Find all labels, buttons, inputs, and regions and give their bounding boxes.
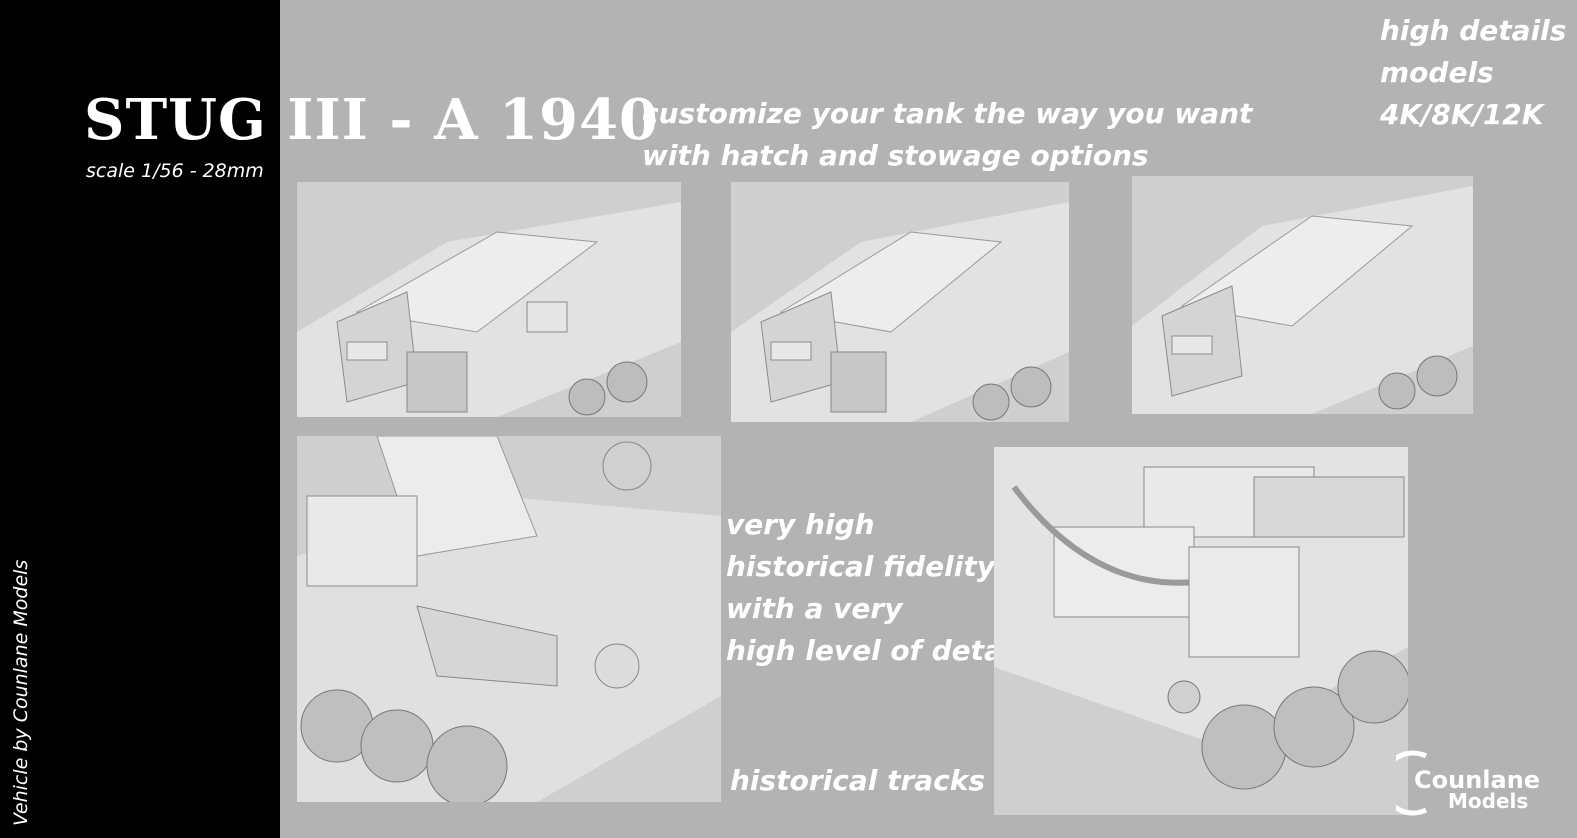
svg-text:Models: Models: [1448, 789, 1528, 813]
render-hatch-option-3: [1132, 176, 1473, 414]
fidelity-line-1: very high: [726, 508, 875, 541]
tracks-caption: historical tracks: [730, 760, 985, 802]
quality-line-3: 4K/8K/12K: [1380, 98, 1544, 131]
render-engine-deck-detail: [994, 447, 1408, 815]
render-rear-detail: [297, 436, 721, 802]
scale-label: scale 1/56 - 28mm: [86, 160, 264, 182]
fidelity-line-2: historical fidelity: [726, 550, 995, 583]
customize-caption: customize your tank the way you want wit…: [642, 93, 1252, 177]
page-title: STUG III - A 1940: [84, 87, 659, 153]
sidebar: Vehicle by Counlane Models: [0, 0, 280, 838]
vehicle-credit: Vehicle by Counlane Models: [10, 559, 32, 826]
render-hatch-option-2: [731, 182, 1069, 422]
quality-line-2: models: [1380, 56, 1494, 89]
render-hatch-option-1: [297, 182, 681, 417]
tracks-label: historical tracks: [730, 764, 986, 797]
quality-caption: high details models 4K/8K/12K: [1380, 10, 1566, 136]
quality-line-1: high details: [1380, 14, 1567, 47]
fidelity-line-3: with a very: [726, 592, 903, 625]
svg-text:Counlane: Counlane: [1414, 766, 1540, 794]
customize-line-2: with hatch and stowage options: [642, 139, 1149, 172]
counlane-models-logo: Counlane Models: [1380, 748, 1556, 818]
customize-line-1: customize your tank the way you want: [642, 97, 1253, 130]
fidelity-caption: very high historical fidelity with a ver…: [726, 504, 1022, 672]
fidelity-line-4: high level of detail: [726, 634, 1023, 667]
